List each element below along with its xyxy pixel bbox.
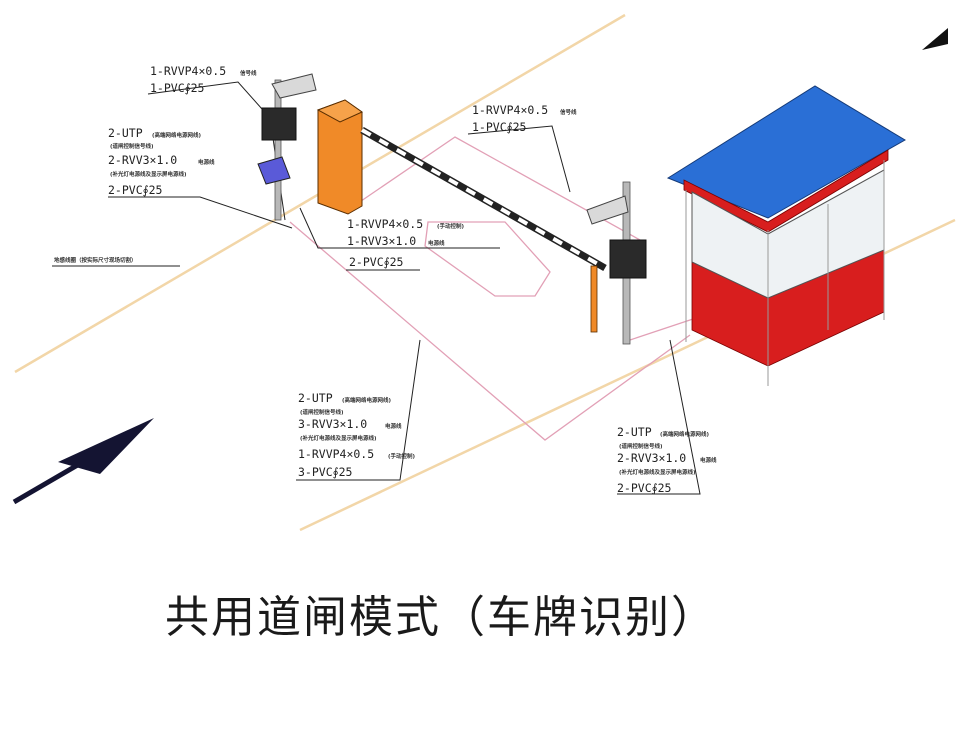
label-f3: 2-RVV3×1.0 [617,451,686,465]
label-block-b: 2-UTP (高端网络电源网线) (道闸控制信号线) 2-RVV3×1.0 电源… [108,126,215,197]
label-e6: 3-PVC∮25 [298,465,352,479]
arm-support [590,265,598,333]
label-c2: 1-PVC∮25 [472,120,526,134]
label-f4-note: (补光灯电源线及显示屏电源线) [619,468,696,476]
cable-route-main [289,221,691,441]
label-d2-note: 电源线 [428,239,445,247]
label-e5-note: (手动控制) [388,452,416,460]
leader-c [467,125,571,193]
camera-pole-left [257,73,317,221]
label-f3-note: 电源线 [700,456,717,464]
direction-arrow [12,418,154,505]
label-block-d: 1-RVVP4×0.5 (手动控制) 1-RVV3×1.0 电源线 2-PVC∮… [347,217,465,269]
label-e1-note: (高端网络电源网线) [342,396,392,404]
label-block-a: 1-RVVP4×0.5 信号线 1-PVC∮25 [150,64,257,95]
label-f1: 2-UTP [617,425,652,439]
label-b3-note: 电源线 [198,158,215,166]
camera-left-icon [271,73,317,99]
leader-f [617,339,701,495]
label-block-e: 2-UTP (高端网络电源网线) (道闸控制信号线) 3-RVV3×1.0 电源… [298,391,416,479]
label-f2-note: (道闸控制信号线) [619,442,663,450]
label-b1-note: (高端网络电源网线) [152,131,202,139]
label-e3: 3-RVV3×1.0 [298,417,367,431]
pole-left [274,79,282,221]
corner-marker-icon [922,28,948,50]
label-block-f: 2-UTP (高端网络电源网线) (道闸控制信号线) 2-RVV3×1.0 电源… [617,425,717,495]
booth-roof [666,85,906,219]
label-e3-note: 电源线 [385,422,402,430]
label-e4-note: (补光灯电源线及显示屏电源线) [300,434,377,442]
barrier-gate [316,99,607,333]
label-block-c: 1-RVVP4×0.5 信号线 1-PVC∮25 [472,103,577,134]
label-d1: 1-RVVP4×0.5 [347,217,423,231]
barrier-arm-stripes [361,128,606,270]
leader-d [299,207,500,249]
camera-pole-right [586,181,647,345]
leader-b [108,196,293,229]
label-a2: 1-PVC∮25 [150,81,204,95]
label-c1: 1-RVVP4×0.5 [472,103,548,117]
leader-lines [52,81,701,495]
label-b1: 2-UTP [108,126,143,140]
label-e2-note: (道闸控制信号线) [300,408,344,416]
label-b4-note: (补光灯电源线及显示屏电源线) [110,170,187,178]
diagram-caption: 共用道闸模式（车牌识别） [165,592,717,643]
barrier-top [316,99,364,123]
label-a1-note: 信号线 [240,69,257,77]
label-d1-note: (手动控制) [437,222,465,230]
label-e5: 1-RVVP4×0.5 [298,447,374,461]
cable-route-top [344,136,641,241]
leader-e [296,339,421,481]
label-d2: 1-RVV3×1.0 [347,234,416,248]
label-b3: 2-RVV3×1.0 [108,153,177,167]
camera-right-icon [586,195,629,225]
label-b5: 2-PVC∮25 [108,183,162,197]
cable-routes [289,136,721,441]
label-b2-note: (道闸控制信号线) [110,142,154,150]
arrow-head-icon [58,418,154,474]
label-g1: 地感线圈（按实际尺寸现场切割） [54,256,137,264]
label-f1-note: (高端网络电源网线) [660,430,710,438]
label-a1: 1-RVVP4×0.5 [150,64,226,78]
display-right [609,239,647,279]
label-d3: 2-PVC∮25 [349,255,403,269]
leader-a [147,81,286,221]
guard-booth [666,85,906,386]
label-e1: 2-UTP [298,391,333,405]
label-f5: 2-PVC∮25 [617,481,671,495]
ground-loop [424,221,551,297]
label-c1-note: 信号线 [560,108,577,116]
lightbox-left-icon [257,156,291,185]
display-left [261,107,297,141]
